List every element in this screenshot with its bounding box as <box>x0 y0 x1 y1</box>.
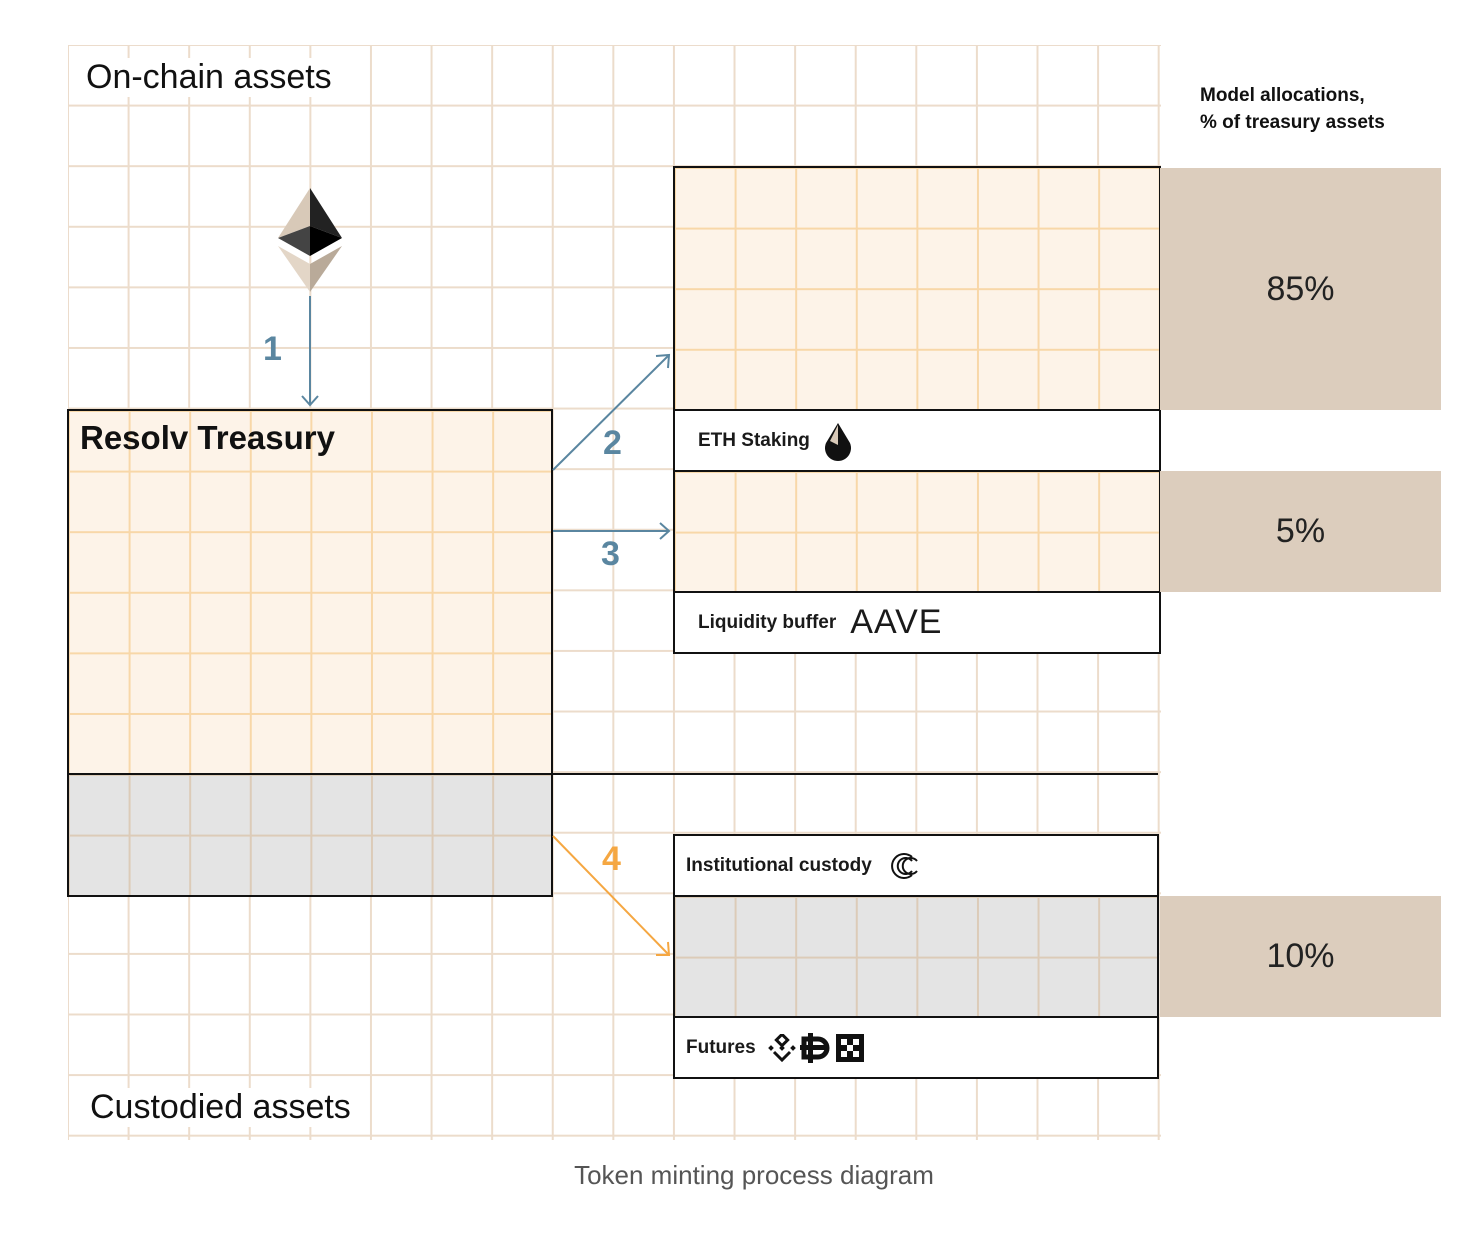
step-4: 4 <box>602 840 621 878</box>
liquidity-buffer-row: Liquidity buffer AAVE <box>673 591 1161 654</box>
bitmex-icon <box>799 1032 830 1063</box>
arrow-2 <box>552 354 670 471</box>
okx-icon <box>835 1033 864 1062</box>
step-3: 3 <box>601 535 620 573</box>
resolv-treasury-onchain <box>67 409 553 776</box>
section-label-onchain: On-chain assets <box>86 58 336 97</box>
institutional-custody-row: Institutional custody <box>673 834 1159 897</box>
step-1: 1 <box>263 330 282 368</box>
section-label-custodied: Custodied assets <box>90 1088 357 1127</box>
treasury-title: Resolv Treasury <box>80 419 335 456</box>
divider-line <box>552 773 1158 775</box>
futures-row: Futures <box>673 1016 1159 1079</box>
caption: Token minting process diagram <box>574 1160 934 1190</box>
liquidity-buffer-label: Liquidity buffer <box>698 611 837 633</box>
ethereum-icon <box>278 188 342 292</box>
lido-drop-icon <box>824 422 851 461</box>
allocations-heading-line2: % of treasury assets <box>1200 112 1385 133</box>
allocation-eth-staking: 85% <box>1160 168 1441 410</box>
allocation-custody: 10% <box>1160 896 1441 1017</box>
resolv-treasury-custodied <box>67 773 553 897</box>
eth-staking-label: ETH Staking <box>698 429 810 451</box>
binance-icon <box>767 1033 796 1062</box>
institutional-custody-label: Institutional custody <box>686 854 872 876</box>
arrow-4 <box>552 835 670 956</box>
allocation-liquidity: 5% <box>1160 471 1441 592</box>
custody-area <box>673 895 1159 1019</box>
eth-staking-area <box>673 166 1161 412</box>
liquidity-area <box>673 470 1161 594</box>
step-2: 2 <box>603 424 622 462</box>
copper-logo-icon <box>890 852 918 879</box>
futures-label: Futures <box>686 1036 756 1058</box>
allocations-heading-line1: Model allocations, <box>1200 85 1365 106</box>
aave-logo: AAVE <box>850 603 943 641</box>
allocations-heading: Model allocations, % of treasury assets <box>1200 82 1385 136</box>
